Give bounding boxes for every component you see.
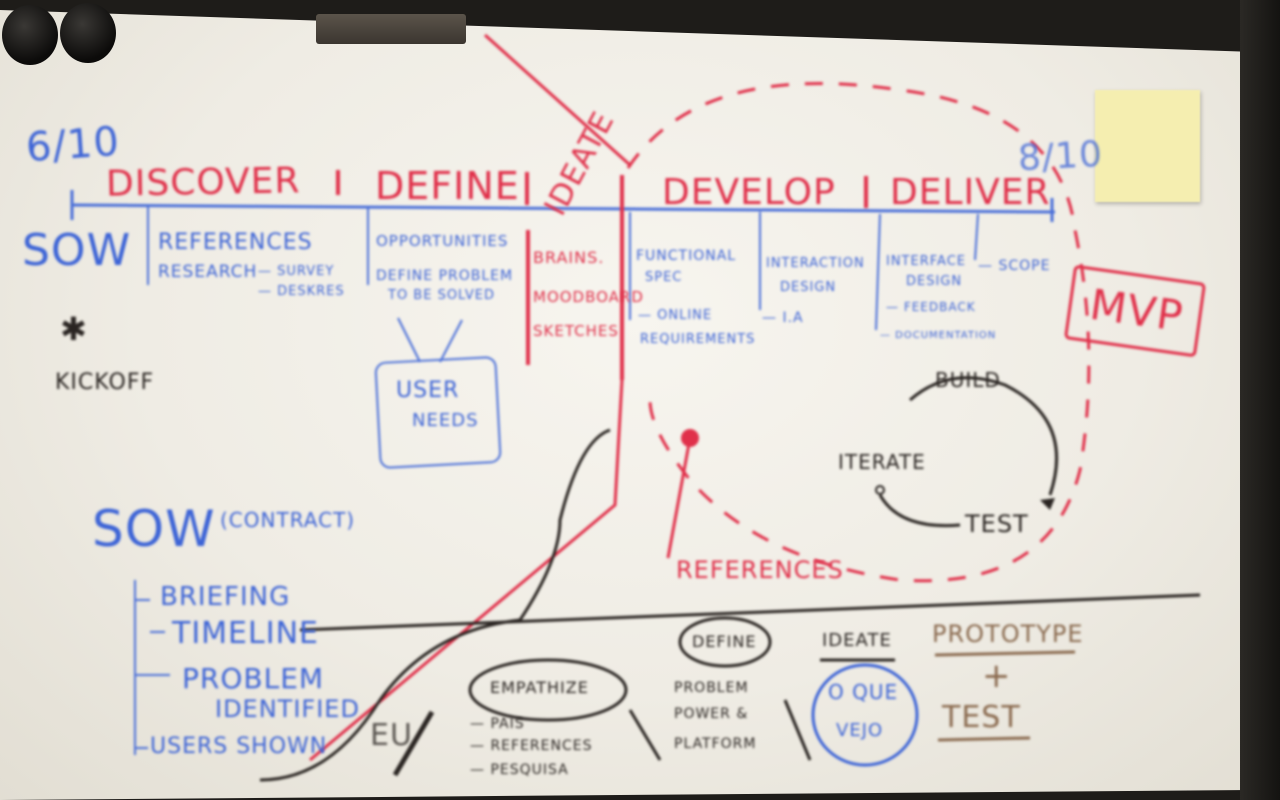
deliver-note-3: — FEEDBACK bbox=[886, 300, 976, 314]
cycle-build: BUILD bbox=[935, 368, 1001, 392]
timeline bbox=[71, 203, 1056, 214]
bottom-define-1: PROBLEM bbox=[674, 680, 749, 696]
user-needs-tv bbox=[374, 356, 502, 469]
discover-note-2: RESEARCH bbox=[158, 262, 258, 282]
bottom-o-que: O QUE bbox=[828, 680, 899, 704]
sow-item-users: USERS SHOWN bbox=[150, 734, 328, 759]
ideate-note-3: SKETCHES bbox=[533, 322, 619, 340]
cycle-iterate: ITERATE bbox=[838, 450, 926, 474]
bottom-empathize-1: — PAIS bbox=[470, 716, 525, 732]
discover-note-1: REFERENCES bbox=[158, 230, 313, 255]
phase-deliver: DELIVER bbox=[890, 172, 1051, 213]
define-note-3: TO BE SOLVED bbox=[388, 288, 495, 303]
magnet-right bbox=[60, 3, 116, 63]
bottom-test: TEST bbox=[942, 700, 1021, 735]
empathize-ellipse bbox=[468, 658, 628, 722]
phase-define: DEFINE bbox=[375, 164, 520, 208]
deliver-note-4: — DOCUMENTATION bbox=[880, 330, 997, 341]
whiteboard-frame bbox=[1240, 0, 1280, 800]
bottom-plus: + bbox=[982, 656, 1012, 696]
deliver2-note-1: — SCOPE bbox=[978, 258, 1051, 274]
develop-note-3: — ONLINE bbox=[638, 308, 713, 323]
define-note-2: DEFINE PROBLEM bbox=[376, 268, 514, 284]
bottom-prototype: PROTOTYPE bbox=[932, 620, 1084, 648]
ideate-note-1: BRAINS. bbox=[533, 248, 605, 267]
user-needs-line2: NEEDS bbox=[412, 410, 479, 431]
deliver-note-1: INTERFACE bbox=[886, 254, 966, 269]
develop-note-1: FUNCTIONAL bbox=[636, 248, 737, 264]
sow-contract-suffix: (CONTRACT) bbox=[220, 508, 356, 532]
sow-item-identified: IDENTIFIED bbox=[215, 695, 360, 723]
discover-note-3: — SURVEY bbox=[258, 264, 335, 279]
references-label: REFERENCES bbox=[676, 556, 844, 584]
o-que-vejo-circle bbox=[811, 663, 919, 767]
bottom-define-3: PLATFORM bbox=[674, 736, 757, 752]
marker-tray-clip bbox=[316, 14, 466, 44]
phase-discover: DISCOVER bbox=[105, 160, 301, 205]
develop2-note-1: INTERACTION bbox=[766, 256, 865, 271]
bottom-empathize: EMPATHIZE bbox=[490, 678, 589, 697]
bottom-empathize-2: — REFERENCES bbox=[470, 738, 593, 754]
discover-note-4: — DESKRES bbox=[258, 284, 345, 299]
sow-item-briefing: BRIEFING bbox=[160, 582, 291, 612]
deliver-note-2: DESIGN bbox=[906, 274, 963, 289]
bottom-eu: EU bbox=[370, 718, 413, 753]
cycle-test: TEST bbox=[965, 510, 1029, 538]
sticky-note bbox=[1095, 90, 1200, 202]
sow-label: SOW bbox=[22, 225, 132, 276]
develop2-note-3: — I.A bbox=[762, 310, 804, 326]
ideate-note-2: MOODBOARD bbox=[533, 288, 644, 306]
user-needs-line1: USER bbox=[396, 378, 460, 403]
phase-develop: DEVELOP bbox=[662, 172, 836, 213]
mvp-box bbox=[1064, 265, 1206, 357]
bottom-empathize-3: — PESQUISA bbox=[470, 762, 569, 778]
kickoff-label: KICKOFF bbox=[55, 370, 155, 395]
develop-note-2: SPEC bbox=[645, 270, 683, 285]
bottom-define: DEFINE bbox=[692, 632, 757, 651]
bottom-define-2: POWER & bbox=[674, 706, 749, 722]
define-ellipse bbox=[678, 616, 772, 668]
sow-item-problem: PROBLEM bbox=[182, 662, 325, 695]
sow-contract-title: SOW bbox=[92, 500, 216, 558]
magnet-left bbox=[2, 5, 58, 65]
sow-item-timeline: TIMELINE bbox=[172, 616, 319, 651]
develop2-note-2: DESIGN bbox=[780, 280, 837, 295]
bottom-vejo: VEJO bbox=[836, 720, 884, 741]
develop-note-4: REQUIREMENTS bbox=[640, 332, 756, 347]
kickoff-star-icon: ✱ bbox=[60, 310, 88, 348]
bottom-ideate: IDEATE bbox=[822, 630, 892, 651]
define-note-1: OPPORTUNITIES bbox=[376, 232, 509, 250]
